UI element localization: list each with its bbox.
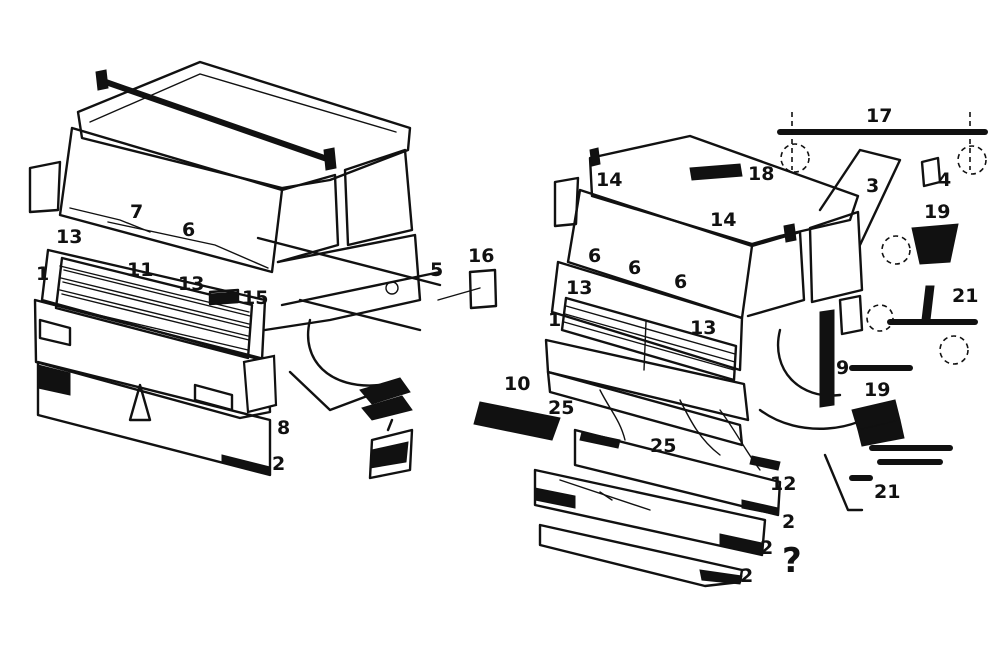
callout-label: 6 <box>674 271 687 293</box>
callout-label: 2 <box>272 453 285 475</box>
callout-label: 7 <box>130 201 143 223</box>
callout-label: 4 <box>938 169 951 191</box>
callout-label: 19 <box>864 379 890 401</box>
question-mark: ? <box>782 541 802 581</box>
callout-label: 13 <box>566 277 592 299</box>
callout-label: 9 <box>836 357 849 379</box>
right-cab-drawing <box>473 112 988 588</box>
callout-label: 17 <box>866 105 892 127</box>
callout-label: 18 <box>748 163 774 185</box>
left-cab-drawing <box>28 60 498 480</box>
callout-label: 19 <box>924 201 950 223</box>
callout-label: 8 <box>277 417 290 439</box>
callout-label: 5 <box>430 259 443 281</box>
callout-label: 3 <box>866 175 879 197</box>
callout-label: 25 <box>650 435 676 457</box>
callout-label: 13 <box>690 317 716 339</box>
callout-label: 15 <box>242 287 268 309</box>
callout-label: 21 <box>952 285 978 307</box>
callout-label: 13 <box>56 226 82 248</box>
callout-label: 16 <box>468 245 494 267</box>
callout-label: 1 <box>548 309 561 331</box>
callout-label: 2 <box>760 537 773 559</box>
callout-label: 1 <box>36 263 49 285</box>
callout-label: 10 <box>504 373 530 395</box>
callout-label: 2 <box>740 565 753 587</box>
callout-label: 6 <box>588 245 601 267</box>
callout-label: 2 <box>782 511 795 533</box>
callout-label: 12 <box>770 473 796 495</box>
callout-label: 25 <box>548 397 574 419</box>
callout-label: 14 <box>710 209 736 231</box>
callout-label: 21 <box>874 481 900 503</box>
callout-label: 6 <box>182 219 195 241</box>
callout-label: 11 <box>127 259 153 281</box>
callout-label: 14 <box>596 169 622 191</box>
callout-label: 6 <box>628 257 641 279</box>
callout-label: 13 <box>178 273 204 295</box>
